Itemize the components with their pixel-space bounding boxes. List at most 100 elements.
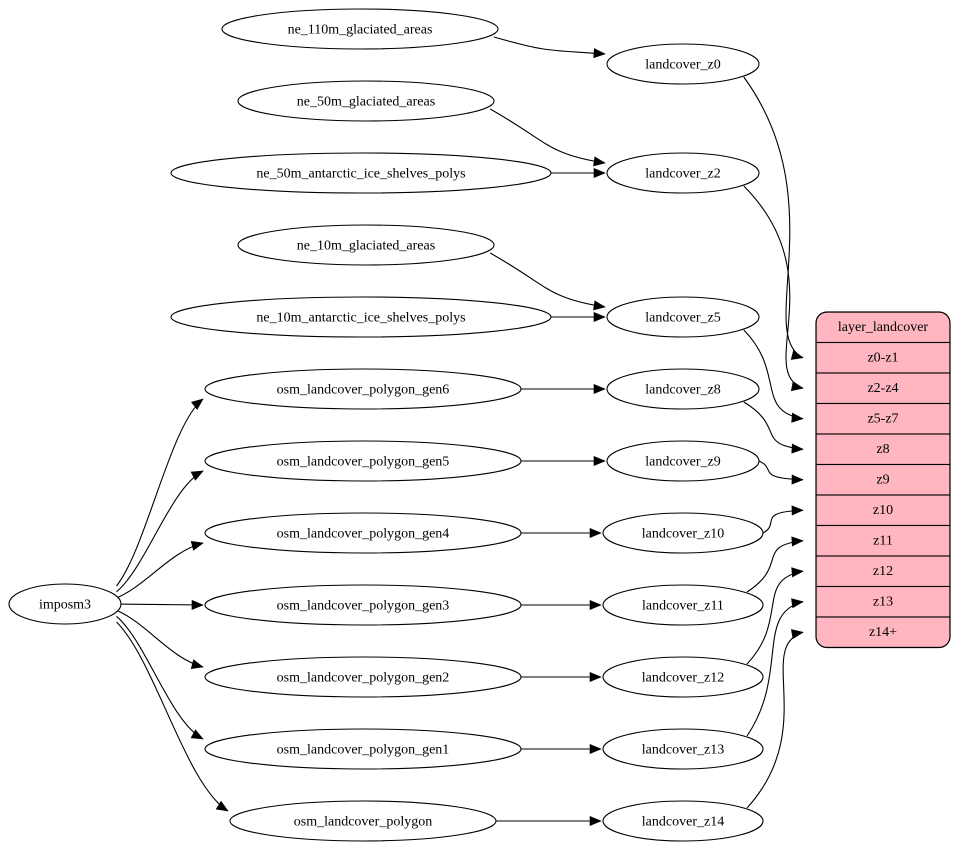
node-shape (204, 368, 522, 410)
node-label: landcover_z5 (645, 311, 720, 326)
node-shape (204, 728, 522, 770)
node-label: landcover_z2 (645, 167, 720, 182)
node-ne_10m_antarctic_ice_shelves_polys[interactable]: ne_10m_antarctic_ice_shelves_polys (170, 296, 552, 338)
node-ne_50m_antarctic_ice_shelves_polys[interactable]: ne_50m_antarctic_ice_shelves_polys (170, 152, 552, 194)
edge-arrowhead (791, 443, 804, 454)
edge-arrowhead (190, 540, 204, 551)
node-osm_landcover_polygon_gen3[interactable]: osm_landcover_polygon_gen3 (204, 584, 522, 626)
edge-landcover_z8-to-row-z8 (743, 401, 804, 450)
edge-ne_10m_glaciated_areas-to-landcover_z5 (489, 252, 606, 308)
edge-imposm3-to-osm_landcover_polygon_gen5 (116, 470, 204, 593)
table-row-label: z10 (873, 503, 893, 518)
edge-arrowhead (593, 48, 606, 59)
edge-ne_50m_glaciated_areas-to-landcover_z2 (489, 108, 606, 164)
table-row-cell[interactable] (816, 616, 950, 648)
edge-arrowhead (791, 536, 804, 547)
edge-arrowhead (790, 350, 804, 360)
node-label: landcover_z12 (642, 671, 724, 686)
node-osm_landcover_polygon[interactable]: osm_landcover_polygon (229, 800, 497, 842)
edge-arrowhead (191, 599, 204, 611)
node-osm_landcover_polygon_gen4[interactable]: osm_landcover_polygon_gen4 (204, 512, 522, 554)
node-shape (170, 152, 552, 194)
table-row-label: z5-z7 (867, 411, 898, 426)
edge-arrowhead (791, 474, 804, 485)
table-row-cell[interactable] (816, 585, 950, 618)
node-landcover_z11[interactable]: landcover_z11 (602, 584, 764, 626)
edge-imposm3-to-osm_landcover_polygon_gen6 (116, 398, 204, 587)
table-row-cell[interactable] (816, 555, 950, 588)
layer-landcover-table[interactable]: layer_landcoverz0-z1z2-z4z5-z7z8z9z10z11… (815, 311, 951, 649)
edge-arrowhead (593, 156, 606, 167)
node-landcover_z9[interactable]: landcover_z9 (606, 440, 760, 482)
node-label: landcover_z13 (642, 743, 724, 758)
node-label: osm_landcover_polygon_gen3 (277, 599, 450, 614)
node-landcover_z13[interactable]: landcover_z13 (602, 728, 764, 770)
edges-layer (116, 36, 804, 827)
node-label: landcover_z9 (645, 455, 720, 470)
node-label: osm_landcover_polygon_gen2 (277, 671, 450, 686)
edge-arrowhead (791, 505, 804, 516)
node-landcover_z0[interactable]: landcover_z0 (606, 43, 760, 85)
table-row-label: z12 (873, 564, 893, 579)
table-row-cell[interactable] (816, 524, 950, 557)
node-shape (602, 800, 764, 842)
node-shape (606, 296, 760, 338)
node-shape (602, 584, 764, 626)
node-landcover_z8[interactable]: landcover_z8 (606, 368, 760, 410)
edge-ne_110m_glaciated_areas-to-landcover_z0 (493, 36, 606, 55)
table-header-cell[interactable] (816, 312, 950, 344)
edge-arrowhead (593, 300, 606, 311)
table-row-label: z13 (873, 594, 893, 609)
node-shape (606, 43, 760, 85)
table-row-cell[interactable] (816, 433, 950, 466)
node-osm_landcover_polygon_gen5[interactable]: osm_landcover_polygon_gen5 (204, 440, 522, 482)
edge-landcover_z5-to-row-z5-z7 (743, 329, 804, 420)
edge-arrowhead (791, 567, 804, 578)
node-label: osm_landcover_polygon_gen6 (277, 383, 450, 398)
table-row-label: z2-z4 (867, 381, 898, 396)
edge-arrowhead (190, 470, 204, 481)
table-row-label: z9 (876, 472, 889, 487)
node-landcover_z5[interactable]: landcover_z5 (606, 296, 760, 338)
node-ne_110m_glaciated_areas[interactable]: ne_110m_glaciated_areas (221, 8, 499, 50)
edge-arrowhead (791, 629, 804, 640)
node-label: osm_landcover_polygon_gen1 (277, 743, 450, 758)
edge-arrowhead (589, 743, 602, 755)
node-landcover_z2[interactable]: landcover_z2 (606, 152, 760, 194)
node-landcover_z14[interactable]: landcover_z14 (602, 800, 764, 842)
edge-arrowhead (790, 381, 804, 392)
node-label: landcover_z10 (642, 527, 724, 542)
node-landcover_z10[interactable]: landcover_z10 (602, 512, 764, 554)
edge-arrowhead (593, 455, 606, 467)
edge-arrowhead (593, 311, 606, 323)
edge-arrowhead (589, 815, 602, 827)
node-shape (237, 80, 495, 122)
node-shape (204, 512, 522, 554)
node-osm_landcover_polygon_gen1[interactable]: osm_landcover_polygon_gen1 (204, 728, 522, 770)
node-label: landcover_z0 (645, 58, 720, 73)
edge-arrowhead (791, 598, 804, 609)
edge-arrowhead (190, 398, 204, 410)
table-row-cell[interactable] (816, 372, 950, 405)
node-imposm3[interactable]: imposm3 (8, 583, 122, 625)
edge-landcover_z10-to-row-z10 (762, 509, 804, 534)
node-osm_landcover_polygon_gen6[interactable]: osm_landcover_polygon_gen6 (204, 368, 522, 410)
node-label: osm_landcover_polygon (294, 815, 432, 830)
node-ne_10m_glaciated_areas[interactable]: ne_10m_glaciated_areas (237, 224, 495, 266)
node-label: landcover_z14 (642, 815, 724, 830)
edge-arrowhead (593, 383, 606, 395)
table-row-label: z8 (876, 442, 889, 457)
node-shape (606, 152, 760, 194)
node-landcover_z12[interactable]: landcover_z12 (602, 656, 764, 698)
edge-arrowhead (593, 167, 606, 179)
node-osm_landcover_polygon_gen2[interactable]: osm_landcover_polygon_gen2 (204, 656, 522, 698)
table-row-cell[interactable] (816, 402, 950, 435)
edge-arrowhead (589, 599, 602, 611)
node-shape (204, 440, 522, 482)
edge-landcover_z11-to-row-z11 (746, 540, 804, 593)
node-ne_50m_glaciated_areas[interactable]: ne_50m_glaciated_areas (237, 80, 495, 122)
table-row-label: z11 (873, 533, 893, 548)
table-row-label: z0-z1 (867, 350, 898, 365)
